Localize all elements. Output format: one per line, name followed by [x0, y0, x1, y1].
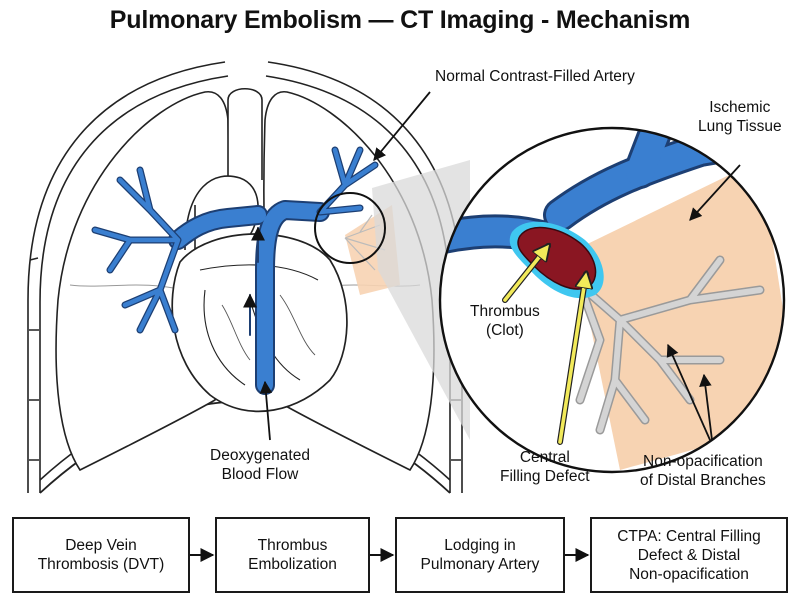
pulmonary-arteries: [91, 146, 379, 395]
yellow-arrows: [502, 246, 586, 445]
magnifier-connector: [372, 160, 470, 440]
label-normal-artery: Normal Contrast-Filled Artery: [435, 68, 635, 85]
magnified-view: [440, 128, 784, 472]
label-thrombus: Thrombus(Clot): [470, 303, 540, 339]
magnifier-circle: [438, 126, 786, 474]
zoom-source-circle: [314, 192, 386, 264]
annotation-arrows: [259, 91, 741, 441]
non-opacified-small-branches: [344, 214, 386, 271]
diagram-title: Pulmonary Embolism — CT Imaging - Mechan…: [109, 6, 691, 34]
